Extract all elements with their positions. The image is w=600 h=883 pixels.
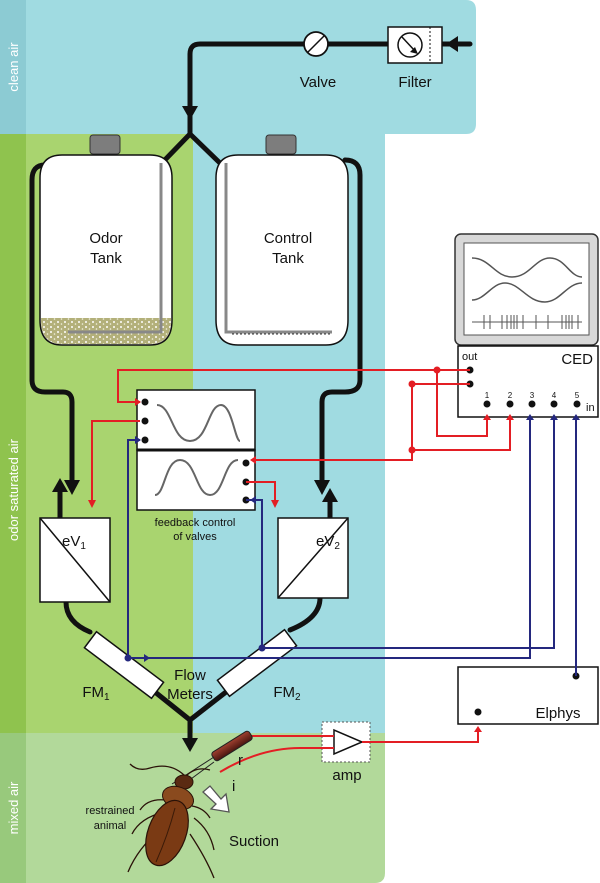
ced-port-5: 5 [575, 391, 580, 400]
fm2-to-ced [262, 420, 555, 649]
odor-tank-label-2: Tank [90, 250, 122, 267]
red-wire-nodes [88, 366, 514, 732]
ced-port-1: 1 [485, 391, 490, 400]
feedback-to-ev2 [246, 481, 276, 505]
flow-meters-label-1: Flow [174, 667, 206, 684]
air-tubing [29, 41, 473, 741]
odor-tank-label-1: Odor [89, 230, 122, 247]
control-tank-body [215, 154, 349, 346]
fm1-to-junction-tube [152, 689, 193, 723]
ev1-label: eV1 [62, 533, 86, 552]
downflow-arrow [182, 106, 198, 120]
ced-port-3: 3 [530, 391, 535, 400]
monitor-trace-2 [471, 282, 583, 303]
feedback-control-box [136, 389, 256, 511]
cockroach-icon [127, 763, 215, 879]
ced-out1-to-feedback [117, 369, 470, 403]
ced-label: CED [561, 351, 593, 368]
feedback-upper-panel [136, 389, 256, 451]
inlet-arrow [446, 36, 458, 52]
monitor-screen [463, 242, 590, 336]
inlet-tube [187, 41, 473, 137]
red-wires [91, 369, 511, 773]
mixed-label-strip [0, 733, 26, 883]
ev2-to-fm2-tube [287, 595, 323, 633]
feedback-label-2: of valves [173, 531, 217, 543]
valve-label: Valve [300, 74, 336, 91]
fm2-to-junction-tube [187, 689, 229, 723]
elphys-label: Elphys [535, 705, 580, 722]
fm2-body [216, 628, 298, 698]
odor-saturated-air-label: odor saturated air [6, 438, 21, 541]
ev2-valve [277, 517, 349, 599]
flow-arrows [52, 36, 458, 752]
control-tank [215, 134, 349, 346]
electrode-to-amp-i [219, 747, 334, 773]
fm1-label: FM1 [82, 684, 110, 703]
fm1-to-ced [128, 420, 531, 659]
monitor [454, 233, 599, 346]
amp-icon [333, 728, 364, 756]
fm2-flow-meter [216, 628, 298, 698]
ced-in-label: in [586, 402, 595, 414]
control-tank-label-1: Control [264, 230, 312, 247]
control-tank-label-2: Tank [272, 250, 304, 267]
restrained-animal-label-2: animal [94, 820, 126, 832]
ev1-inflow-arrow [64, 480, 80, 495]
control-tank-outlet-tube [319, 157, 363, 491]
ev2-exhaust-arrow [322, 488, 338, 502]
blue-wire-nodes [124, 414, 580, 662]
ev2-label: eV2 [316, 533, 340, 552]
odor-tank-inlet-pipe [68, 163, 163, 334]
ev2-inflow-arrow [314, 480, 330, 495]
ced-port1-wire [436, 370, 488, 437]
filter-label: Filter [398, 74, 431, 91]
control-tank-cap [265, 134, 297, 155]
odor-label-strip [0, 134, 26, 733]
valve [303, 31, 329, 57]
odor-tank-cap [89, 134, 121, 155]
clean-air-label-strip [0, 0, 26, 134]
restrained-animal-label-1: restrained [86, 805, 135, 817]
control-tank-inlet-pipe [224, 163, 332, 334]
ev1-to-fm1-tube [63, 599, 93, 635]
odor-tank-outlet-tube [29, 162, 75, 491]
feedback-lower-wave [154, 458, 239, 497]
animal-inflow-arrow [182, 738, 198, 752]
amp-label: amp [332, 767, 361, 784]
feedback-to-ev1 [91, 420, 140, 505]
feedback-label-1: feedback control [155, 517, 236, 529]
monitor-trace-1 [471, 257, 583, 278]
odor-tank-body [39, 154, 173, 346]
ced-out2-to-ev-split [255, 383, 470, 461]
ced-unit [457, 345, 599, 418]
odor-tank [39, 134, 173, 346]
electrode-r-label: r [238, 752, 243, 769]
electrode-i-label: i [232, 778, 235, 795]
ev1-exhaust-arrow [52, 478, 68, 492]
ced-port2-wire [412, 416, 511, 451]
ced-out-label: out [462, 351, 477, 363]
fm2-label: FM2 [273, 684, 301, 703]
suction-arrow-icon [202, 785, 230, 813]
amp-to-elphys [362, 728, 479, 743]
amplifier [321, 721, 371, 763]
filter [387, 26, 443, 64]
ced-port-2: 2 [508, 391, 513, 400]
clean-air-label: clean air [6, 42, 21, 92]
ev1-valve [39, 517, 111, 603]
suction-label: Suction [229, 833, 279, 850]
mixed-air-label: mixed air [6, 781, 21, 834]
ced-port-4: 4 [552, 391, 557, 400]
mixed-air-zone [0, 733, 385, 883]
flow-meters-label-2: Meters [167, 686, 213, 703]
split-right-tube [187, 131, 225, 168]
feedback-upper-wave [156, 403, 241, 443]
